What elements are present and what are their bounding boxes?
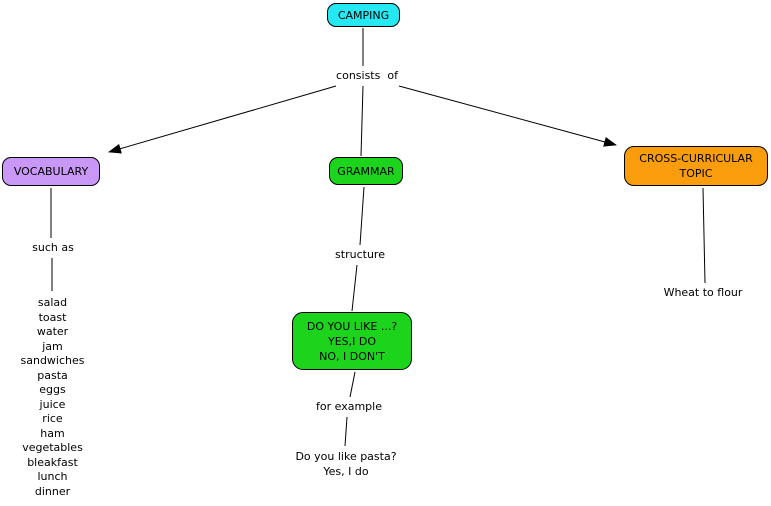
- link-label-consists-of[interactable]: consists of: [336, 69, 398, 82]
- node-camping-label: CAMPING: [337, 8, 390, 22]
- vocab-item: pasta: [37, 368, 68, 382]
- vocab-item: toast: [38, 310, 67, 324]
- vocab-list[interactable]: salad toast water jam sandwiches pasta e…: [0, 296, 105, 499]
- link-label-for-example[interactable]: for example: [316, 400, 382, 413]
- edge-example-box-to-forexample: [349, 371, 356, 398]
- node-structure-example-line2: YES,I DO: [327, 334, 377, 348]
- vocab-item: rice: [42, 412, 63, 425]
- edge-structure-to-example-box: [351, 264, 358, 312]
- node-structure-example-line3: NO, I DON'T: [319, 349, 385, 363]
- edge-grammar-to-structure: [359, 186, 365, 246]
- edge-cross-to-wheat: [702, 187, 706, 284]
- node-cross-curricular-label-line1: CROSS-CURRICULAR: [639, 152, 753, 165]
- vocab-item: vegetables: [22, 441, 83, 454]
- node-cross-curricular-label-line2: TOPIC: [679, 167, 713, 180]
- vocab-item: ham: [40, 426, 65, 440]
- example-dialog-question: Do you like pasta?: [295, 450, 397, 463]
- vocab-item: lunch: [37, 470, 68, 483]
- vocab-item: salad: [37, 296, 68, 309]
- node-grammar[interactable]: GRAMMAR: [329, 157, 403, 185]
- vocab-item: jam: [42, 339, 63, 353]
- edge-consists-to-cross-curricular: [398, 85, 617, 147]
- example-dialog-answer: Yes, I do: [323, 465, 369, 478]
- vocab-item: bleakfast: [27, 455, 78, 469]
- node-camping[interactable]: CAMPING: [327, 3, 400, 27]
- node-cross-curricular-topic[interactable]: CROSS-CURRICULAR TOPIC: [624, 146, 768, 186]
- example-dialog[interactable]: Do you like pasta? Yes, I do: [295, 449, 396, 479]
- vocab-item: sandwiches: [20, 354, 85, 367]
- link-label-such-as[interactable]: such as: [32, 241, 74, 254]
- node-grammar-label: GRAMMAR: [337, 164, 395, 178]
- node-vocabulary[interactable]: VOCABULARY: [2, 157, 100, 186]
- edge-consists-to-vocabulary: [108, 85, 337, 154]
- node-structure-example[interactable]: DO YOU LIKE ...? YES,I DO NO, I DON'T: [292, 312, 412, 370]
- node-vocabulary-label: VOCABULARY: [13, 165, 89, 178]
- node-structure-example-line1: DO YOU LIKE ...?: [306, 319, 398, 333]
- node-wheat-to-flour[interactable]: Wheat to flour: [663, 286, 743, 299]
- vocab-item: water: [36, 325, 69, 338]
- edge-consists-to-grammar: [360, 85, 364, 157]
- vocab-item: dinner: [34, 484, 71, 498]
- edge-forexample-to-dialog: [344, 416, 348, 447]
- vocab-item: juice: [39, 397, 66, 411]
- vocab-item: eggs: [39, 383, 66, 396]
- link-label-structure[interactable]: structure: [335, 248, 385, 261]
